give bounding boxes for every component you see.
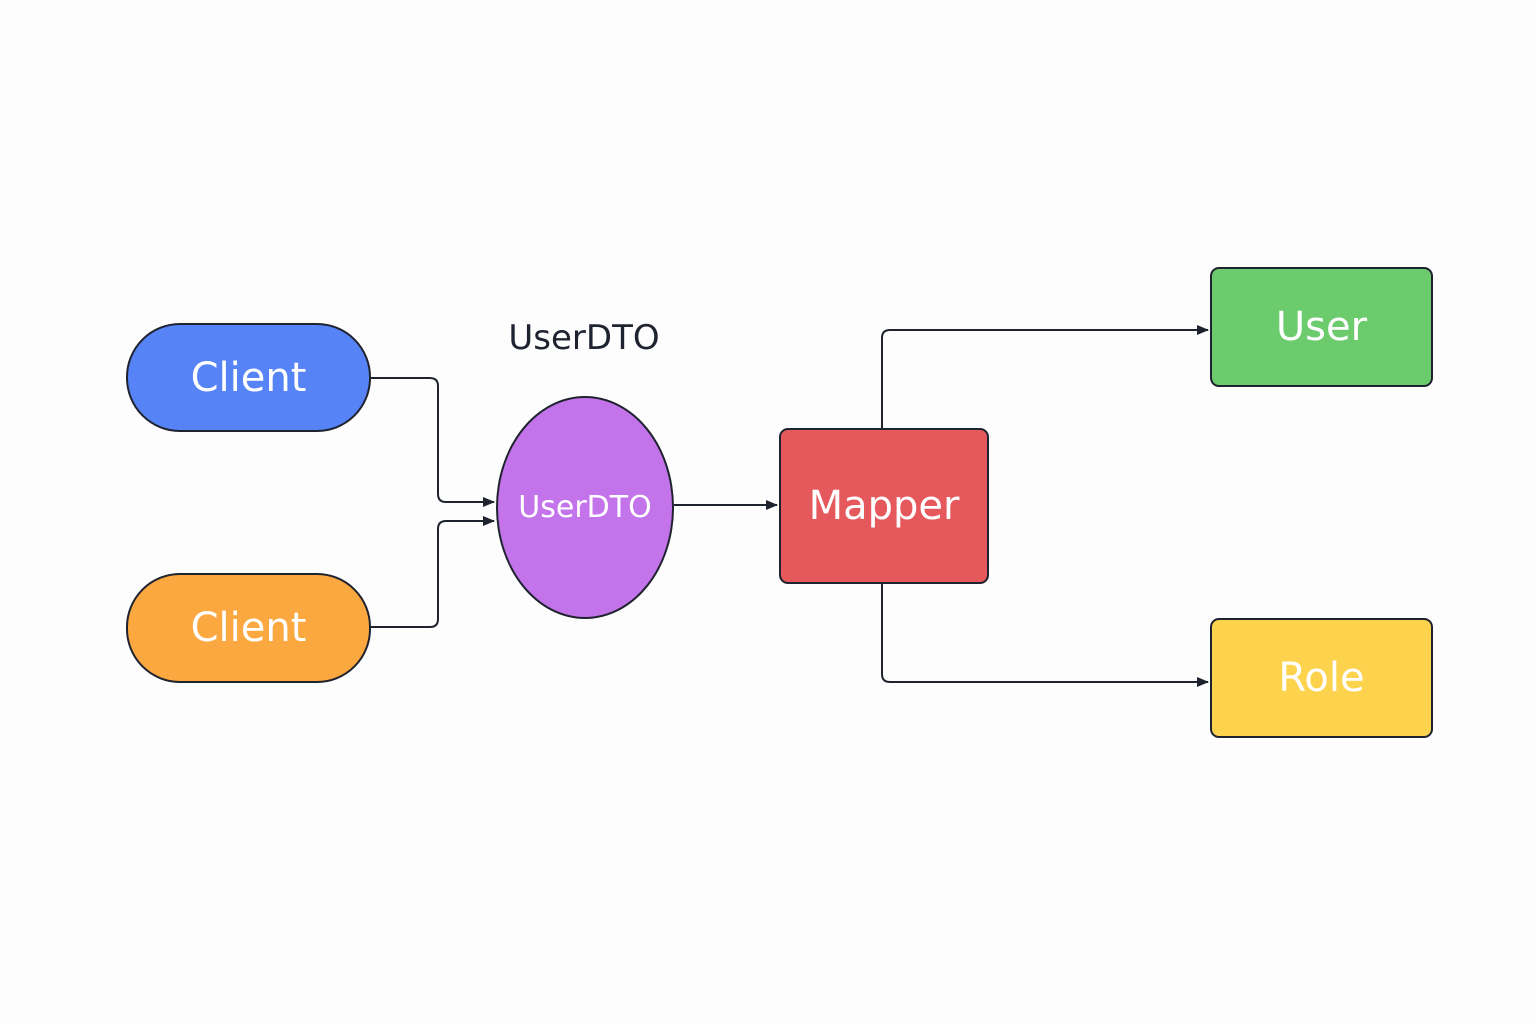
edge-mapper-to-user — [881, 325, 1209, 428]
mapper-node[interactable]: Mapper — [779, 428, 989, 584]
edge-mapper-to-role — [881, 584, 1209, 687]
edge-client-2-to-userdto — [371, 516, 495, 628]
userdto-title-label: UserDTO — [508, 318, 660, 358]
role-node-label: Role — [1278, 655, 1365, 701]
userdto-node[interactable]: UserDTO — [496, 396, 674, 619]
client-node-blue-label: Client — [190, 354, 307, 401]
mapper-node-label: Mapper — [808, 483, 960, 529]
client-node-blue[interactable]: Client — [126, 323, 371, 432]
user-node[interactable]: User — [1210, 267, 1433, 387]
userdto-node-label: UserDTO — [518, 490, 652, 525]
client-node-orange[interactable]: Client — [126, 573, 371, 683]
role-node[interactable]: Role — [1210, 618, 1433, 738]
user-node-label: User — [1275, 304, 1368, 350]
edge-client-1-to-userdto — [371, 377, 495, 507]
client-node-orange-label: Client — [190, 605, 307, 651]
